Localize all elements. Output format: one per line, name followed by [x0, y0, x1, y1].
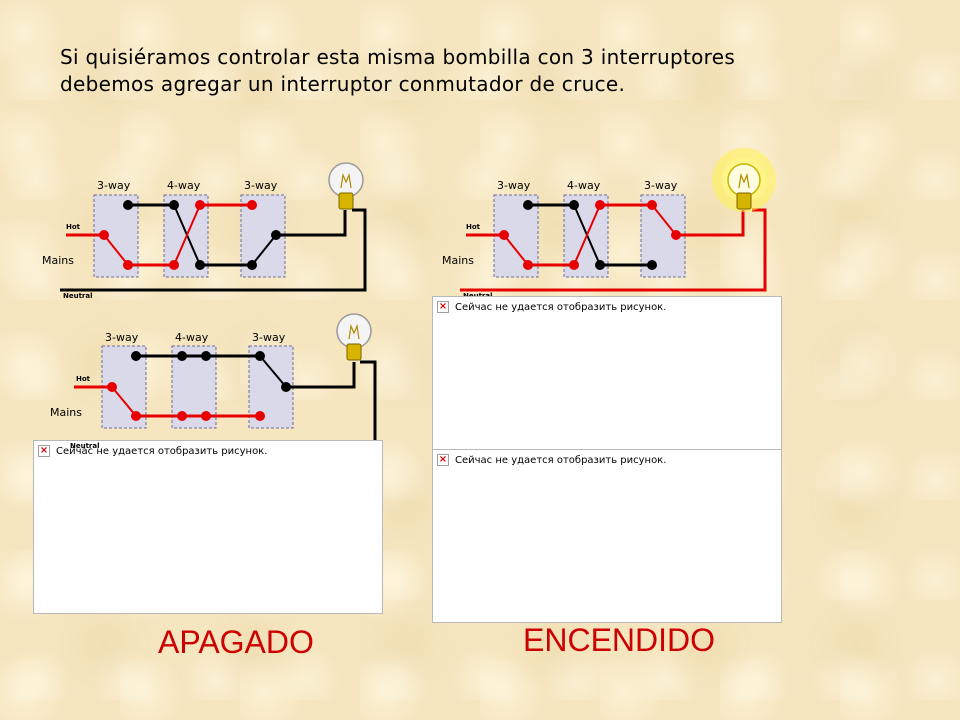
broken-image-placeholder: × Сейчас не удается отобразить рисунок. [432, 449, 782, 623]
label-neutral: Neutral [63, 292, 93, 300]
label-4way: 4-way [175, 331, 209, 344]
broken-image-message: Сейчас не удается отобразить рисунок. [455, 454, 667, 466]
label-hot: Hot [76, 375, 91, 383]
label-4way: 4-way [567, 179, 601, 192]
broken-image-icon: × [437, 454, 449, 466]
label-3way: 3-way [97, 179, 131, 192]
broken-image-message: Сейчас не удается отобразить рисунок. [455, 301, 667, 313]
label-3way: 3-way [644, 179, 678, 192]
label-hot: Hot [466, 223, 481, 231]
label-hot: Hot [66, 223, 81, 231]
label-3way: 3-way [105, 331, 139, 344]
broken-image-icon: × [38, 445, 50, 457]
broken-image-placeholder: × Сейчас не удается отобразить рисунок. [432, 296, 782, 450]
label-mains: Mains [42, 254, 74, 267]
label-mains: Mains [50, 406, 82, 419]
bulb-on-icon [712, 148, 776, 212]
label-3way: 3-way [244, 179, 278, 192]
state-label-off: APAGADO [158, 624, 314, 660]
label-4way: 4-way [167, 179, 201, 192]
broken-image-placeholder: × Сейчас не удается отобразить рисунок. [33, 440, 383, 614]
intro-text: Si quisiéramos controlar esta misma bomb… [60, 45, 736, 96]
label-3way: 3-way [497, 179, 531, 192]
bulb-off-icon [328, 162, 364, 210]
label-3way: 3-way [252, 331, 286, 344]
bulb-off-icon [336, 313, 372, 361]
broken-image-message: Сейчас не удается отобразить рисунок. [56, 445, 268, 457]
broken-image-icon: × [437, 301, 449, 313]
state-label-on: ENCENDIDO [523, 622, 716, 658]
label-mains: Mains [442, 254, 474, 267]
